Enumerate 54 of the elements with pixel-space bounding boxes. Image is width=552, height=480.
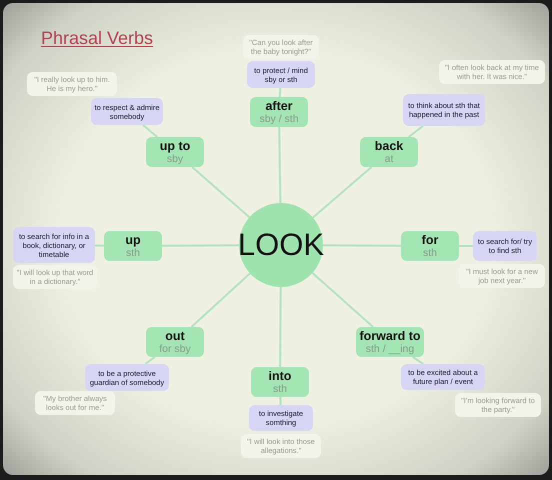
connector-line xyxy=(408,125,424,138)
definition-bubble xyxy=(473,231,537,261)
object-hint: sby / sth xyxy=(259,114,299,124)
object-hint: for sby xyxy=(159,344,191,354)
connector-line xyxy=(279,396,282,406)
connector-line xyxy=(191,166,250,218)
particle-box xyxy=(146,137,204,167)
connector-line xyxy=(94,244,104,247)
connector-line xyxy=(278,88,282,98)
particle-box xyxy=(401,231,459,261)
particle-text: for xyxy=(422,234,438,246)
object-hint: sth xyxy=(126,248,140,258)
example-bubble xyxy=(455,393,541,417)
connector-line xyxy=(162,244,239,247)
object-hint: sby xyxy=(166,154,184,164)
connector-line xyxy=(459,245,473,247)
definition-bubble xyxy=(401,364,485,390)
connector-line xyxy=(323,244,401,247)
connector-line xyxy=(190,272,251,328)
particle-text: back xyxy=(374,140,404,152)
particle-text: out xyxy=(165,330,185,342)
object-hint: sth xyxy=(422,248,437,258)
connector-line xyxy=(144,356,156,365)
definition-bubble xyxy=(85,364,169,391)
connector-line xyxy=(278,126,282,204)
connector-line xyxy=(279,287,282,367)
particle-box xyxy=(251,367,309,397)
title: Phrasal Verbs xyxy=(41,27,154,50)
connector-line xyxy=(312,166,372,218)
connector-line xyxy=(412,356,424,365)
particle-box xyxy=(250,97,308,127)
particle-text: into xyxy=(268,370,292,382)
particle-text: up to xyxy=(160,140,190,152)
hub-verb: LOOK xyxy=(238,226,324,264)
example-bubble xyxy=(35,391,115,415)
definition-bubble xyxy=(91,98,163,125)
connector-line xyxy=(142,124,158,138)
object-hint: sth xyxy=(272,384,287,394)
particle-box xyxy=(104,231,162,261)
particle-text: after xyxy=(265,100,293,112)
particle-box xyxy=(146,327,204,357)
particle-text: forward to xyxy=(359,330,421,342)
definition-bubble xyxy=(403,94,485,126)
definition-bubble xyxy=(249,405,313,431)
definition-bubble xyxy=(247,61,315,88)
example-bubble xyxy=(459,264,545,288)
example-bubble xyxy=(27,72,117,96)
object-hint: at xyxy=(384,154,394,164)
connector-line xyxy=(312,272,374,328)
particle-box xyxy=(360,137,418,167)
particle-text: up xyxy=(125,234,141,246)
example-bubble xyxy=(439,60,545,84)
object-hint: sth / __ing xyxy=(366,344,414,354)
particle-box xyxy=(356,327,424,357)
